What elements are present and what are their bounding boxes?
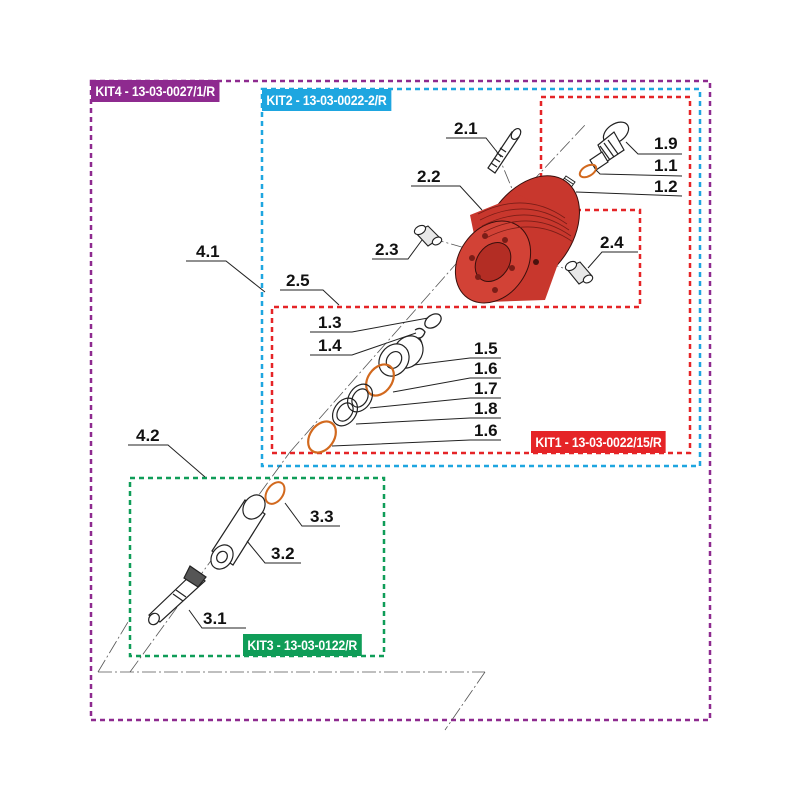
part-1-9-plug-icon <box>589 121 630 171</box>
part-3-2-sleeve-icon <box>210 494 266 570</box>
callout-2-5: 2.5 <box>286 271 310 290</box>
part-2-1-bolt-icon <box>487 127 522 174</box>
part-1-7-ring-icon <box>346 383 374 413</box>
kit2-label: KIT2 - 13-03-0022-2/R <box>262 89 392 111</box>
part-2-2-pump-head-icon <box>454 175 580 304</box>
kit1-label: KIT1 - 13-03-0022/15/R <box>531 431 667 453</box>
part-3-1-plunger-icon <box>148 565 207 626</box>
kit3-boundary <box>128 476 386 658</box>
kit4-label: KIT4 - 13-03-0027/1/R <box>91 80 220 102</box>
kit3-label: KIT3 - 13-03-0122/R <box>243 634 362 656</box>
kit2-boundary <box>260 87 702 468</box>
part-1-8-ring-icon <box>331 397 359 427</box>
part-3-3-oring-icon <box>264 481 286 505</box>
callout-1-9: 1.9 <box>654 134 678 153</box>
callout-1-7: 1.7 <box>474 379 498 398</box>
part-2-3-fitting-icon <box>413 224 443 247</box>
callout-1-6-lower: 1.6 <box>474 421 498 440</box>
callout-4-2: 4.2 <box>136 426 160 445</box>
part-1-1-oring-icon <box>578 163 598 179</box>
callout-1-2: 1.2 <box>654 177 678 196</box>
part-1-3-washer-icon <box>424 313 442 329</box>
part-2-4-fitting-icon <box>564 260 594 285</box>
callout-1-8: 1.8 <box>474 399 498 418</box>
callout-2-3: 2.3 <box>375 240 399 259</box>
callout-3-1: 3.1 <box>203 609 227 628</box>
callout-1-1: 1.1 <box>654 156 678 175</box>
callout-1-4: 1.4 <box>318 336 342 355</box>
callout-2-2: 2.2 <box>417 167 441 186</box>
part-1-6-oring-upper-icon <box>365 363 395 397</box>
part-1-6-oring-lower-icon <box>307 420 337 454</box>
leader-lines <box>128 137 683 629</box>
kit4-boundary <box>89 79 712 722</box>
callout-3-3: 3.3 <box>310 507 334 526</box>
callout-1-5: 1.5 <box>474 339 498 358</box>
callout-1-6-upper: 1.6 <box>474 359 498 378</box>
callout-2-1: 2.1 <box>454 119 478 138</box>
callout-3-2: 3.2 <box>271 544 295 563</box>
part-1-5-seal-holder-icon <box>378 335 424 377</box>
callout-4-1: 4.1 <box>196 242 220 261</box>
callout-1-3: 1.3 <box>318 313 342 332</box>
callout-2-4: 2.4 <box>600 233 624 252</box>
